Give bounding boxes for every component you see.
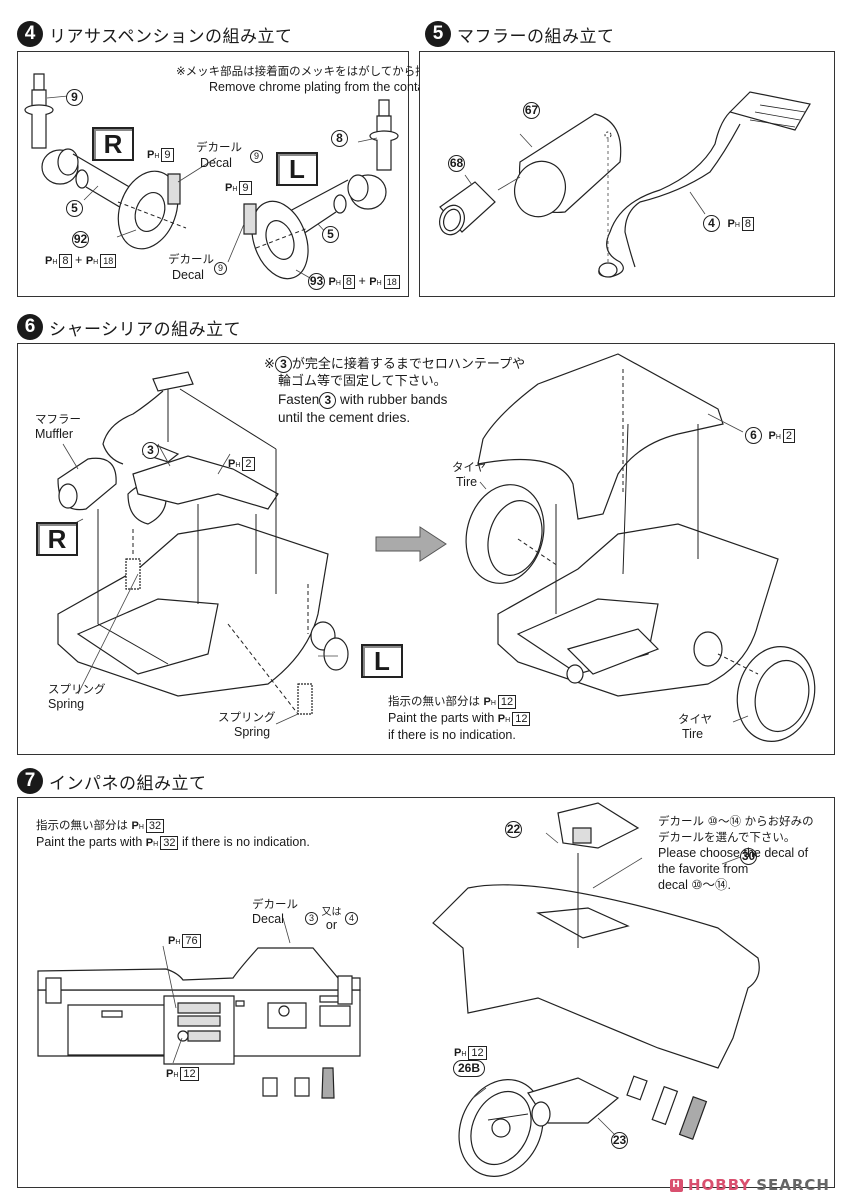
- part-callout-9: 9: [66, 89, 83, 106]
- step-4-header: 4 リアサスペンションの組み立て: [17, 21, 292, 47]
- decal-number-right: 9: [250, 148, 263, 163]
- spring-label-jp-right: スプリング: [48, 682, 106, 696]
- tire-label-en-upper: Tire: [456, 475, 478, 489]
- part-callout-68: 68: [448, 155, 465, 172]
- watermark-brand-a: HOBBY: [688, 1176, 752, 1194]
- part-callout-93: 93: [308, 273, 325, 290]
- cement-note-en-line2: until the cement dries.: [278, 410, 411, 425]
- instrument-panel-illustration: [18, 798, 834, 1187]
- hobby-search-logo-icon: H: [670, 1178, 683, 1192]
- decal-choice-note: デカール ⑩～⑭ からお好みの デカールを選んで下さい。 Please choo…: [658, 814, 814, 892]
- hobby-search-watermark: H HOBBY SEARCH: [670, 1176, 830, 1194]
- gauge-decal-label-en: Decal: [252, 912, 284, 926]
- step-number-badge: 5: [425, 21, 451, 47]
- part-callout-5-right: 5: [66, 200, 83, 217]
- step-6-header: 6 シャーシリアの組み立て: [17, 314, 241, 340]
- muffler-label-jp: マフラー: [35, 412, 81, 426]
- step-title: リアサスペンションの組み立て: [49, 26, 293, 47]
- muffler-label-en: Muffler: [35, 427, 73, 441]
- side-label-left: L: [276, 152, 318, 186]
- chassis-rear-illustration: [18, 344, 834, 754]
- part-callout-92: 92: [72, 231, 89, 248]
- tire-label-en-lower: Tire: [682, 727, 704, 741]
- side-label-right: R: [92, 127, 134, 161]
- step-title: マフラーの組み立て: [457, 26, 615, 47]
- gauge-decal-label-jp: デカール: [252, 897, 298, 911]
- part-callout-30: 30: [740, 848, 757, 865]
- side-label-right: R: [36, 522, 78, 556]
- step-5-header: 5 マフラーの組み立て: [425, 21, 615, 47]
- step-title: シャーシリアの組み立て: [49, 319, 242, 340]
- side-label-left: L: [361, 644, 403, 678]
- part-callout-67: 67: [523, 102, 540, 119]
- tire-label-jp-upper: タイヤ: [452, 460, 487, 474]
- part-callout-5-left: 5: [322, 226, 339, 243]
- spring-label-en-right: Spring: [48, 697, 85, 711]
- muffler-illustration: [420, 52, 834, 296]
- step-7-header: 7 インパネの組み立て: [17, 768, 207, 794]
- rear-suspension-illustration: [18, 52, 408, 296]
- step-number-badge: 4: [17, 21, 43, 47]
- step-4-panel: ※メッキ部品は接着面のメッキをはがしてから接着して下さい。 Remove chr…: [17, 51, 608, 297]
- step-number-badge: 7: [17, 768, 43, 794]
- spring-label-en-left: Spring: [234, 725, 271, 739]
- cement-note-jp-line2: 輪ゴム等で固定して下さい。: [278, 374, 447, 389]
- part-callout-26b: 26B: [453, 1060, 485, 1077]
- part-callout-23: 23: [611, 1132, 628, 1149]
- part-callout-22: 22: [505, 821, 522, 838]
- decal-label-en-left: Decal: [172, 268, 204, 282]
- decal-label-jp-right: デカール: [196, 140, 242, 154]
- spring-label-jp-left: スプリング: [218, 710, 276, 724]
- decal-number-left: 9: [214, 260, 227, 275]
- paint-code: PH: [147, 149, 160, 161]
- decal-label-jp-left: デカール: [168, 252, 214, 266]
- part-callout-3: 3: [142, 442, 159, 459]
- watermark-brand-b: SEARCH: [756, 1176, 830, 1194]
- part-callout-8: 8: [331, 130, 348, 147]
- decal-label-en-right: Decal: [200, 156, 232, 170]
- tire-label-jp-lower: タイヤ: [678, 712, 713, 726]
- step-number-badge: 6: [17, 314, 43, 340]
- step-title: インパネの組み立て: [49, 773, 207, 794]
